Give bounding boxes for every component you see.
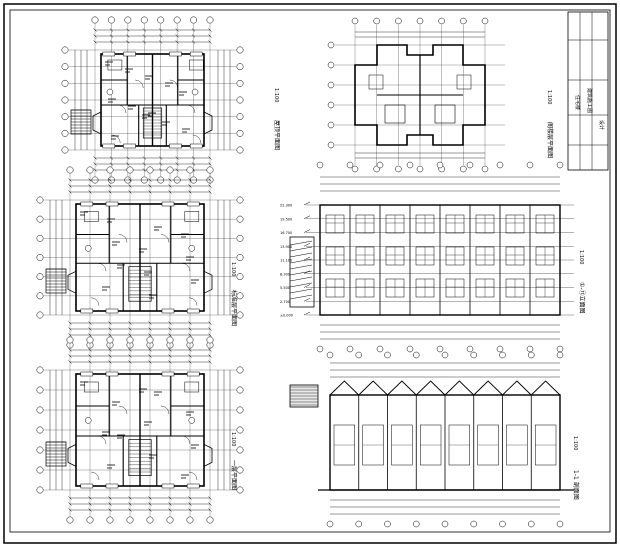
small-plan-scale: 1:100: [546, 90, 552, 104]
ground-plan-scale: 1:100: [230, 432, 236, 446]
level-mark: 2.700: [280, 300, 290, 304]
ground-plan-label: 一层平面图: [230, 460, 237, 490]
level-mark: ±0.000: [280, 314, 293, 318]
level-mark: 5.500: [280, 286, 290, 290]
section-label: 1-1 剖面图: [572, 470, 580, 500]
linework-group: 22.300 19.500 16.700 13.900 11.100 8.300 5.500…: [36, 16, 574, 528]
upper-plan-scale: 1:100: [230, 262, 236, 276]
level-mark: 13.900: [280, 245, 292, 249]
title-row-1: 住宅楼: [574, 95, 581, 110]
inner-frame: [9, 9, 611, 533]
level-mark: 8.300: [280, 272, 290, 276]
sheet-frame: [3, 3, 617, 544]
roof-plan-label: 屋顶平面图: [273, 120, 280, 150]
section: [289, 351, 574, 528]
level-mark: 19.500: [280, 217, 292, 221]
roof-plan: [61, 16, 244, 184]
small-plan-label: 阁楼层平面图: [546, 122, 554, 158]
title-block: 住宅楼 建筑施工图 设计: [567, 11, 609, 171]
level-mark: 16.700: [280, 231, 292, 235]
upper-plan-label: 标准层平面图: [230, 290, 238, 326]
elevation-scale: 1:100: [578, 250, 584, 264]
roof-plan-scale: 1:100: [273, 88, 279, 102]
upper-plan: [36, 166, 244, 349]
level-mark: 22.300: [280, 204, 292, 208]
title-row-3: 设计: [598, 120, 605, 130]
level-mark: 11.100: [280, 259, 292, 263]
title-row-2: 建筑施工图: [586, 88, 593, 113]
elevation: 22.300 19.500 16.700 13.900 11.100 8.300 5.500…: [280, 161, 574, 353]
section-scale: 1:100: [572, 436, 578, 450]
elevation-label: ①-⑪立面图: [578, 282, 586, 314]
small-plan: [327, 17, 505, 173]
ground-plan: [36, 336, 244, 524]
